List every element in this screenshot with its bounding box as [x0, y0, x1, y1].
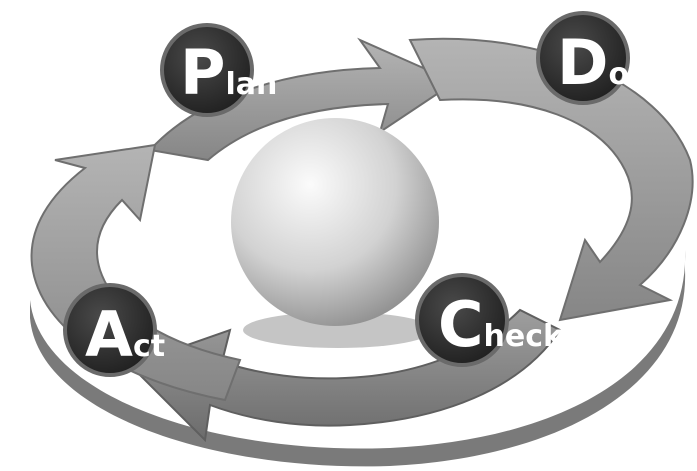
- act-initial: A: [85, 298, 133, 371]
- act-rest: ct: [133, 329, 165, 364]
- do-initial: D: [557, 26, 608, 99]
- badge-do-circle: [536, 11, 630, 105]
- badge-check-circle: [415, 273, 509, 367]
- do-rest: o: [608, 57, 629, 92]
- badge-act-circle: [63, 283, 157, 377]
- center-sphere: [231, 118, 439, 326]
- svg-text:Act: Act: [85, 298, 165, 371]
- svg-text:Do: Do: [557, 26, 629, 99]
- svg-text:Plan: Plan: [180, 36, 277, 109]
- badge-plan: Plan: [160, 23, 277, 117]
- badge-check: Check: [415, 273, 564, 367]
- check-rest: heck: [484, 319, 564, 354]
- plan-initial: P: [180, 36, 225, 109]
- badge-do: Do: [536, 11, 630, 105]
- svg-text:Check: Check: [438, 288, 564, 361]
- badge-act: Act: [63, 283, 165, 377]
- badge-plan-circle: [160, 23, 254, 117]
- check-initial: C: [438, 288, 484, 361]
- sphere-shadow: [243, 312, 433, 348]
- plan-rest: lan: [225, 67, 277, 102]
